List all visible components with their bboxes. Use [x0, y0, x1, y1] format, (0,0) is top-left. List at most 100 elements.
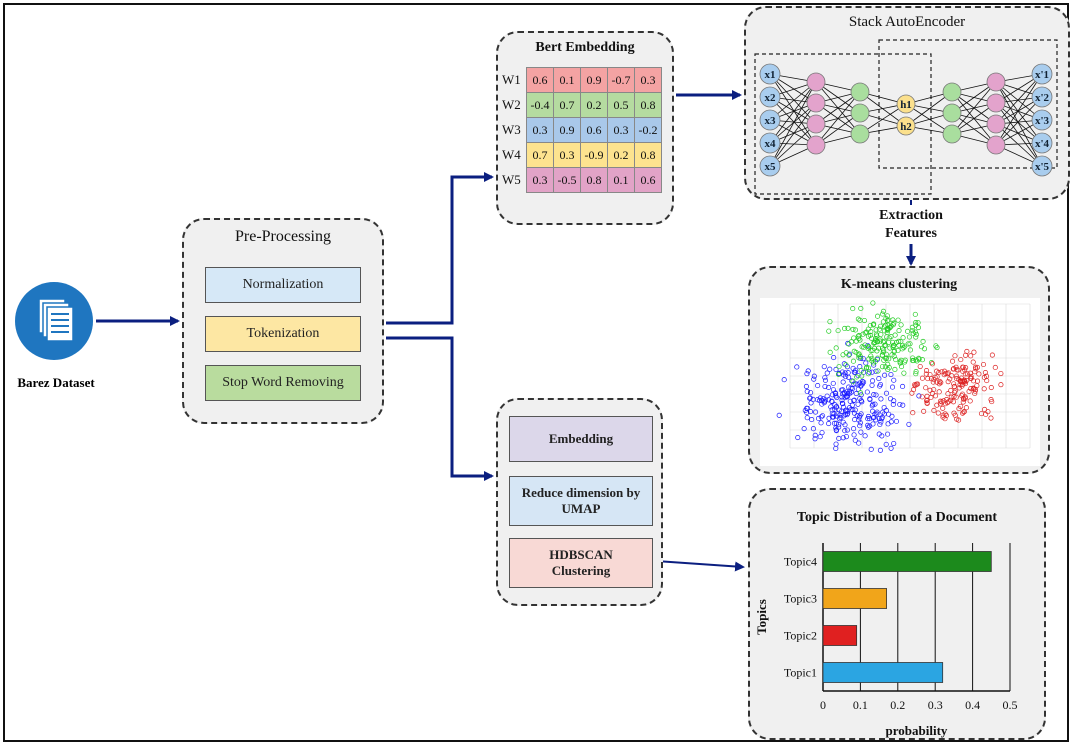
cluster-point — [830, 387, 836, 393]
cluster-point — [970, 378, 977, 384]
output-node — [1031, 86, 1053, 108]
network-edge — [905, 91, 953, 127]
cluster-point — [850, 365, 856, 371]
cluster-point — [883, 315, 889, 321]
cluster-point — [805, 368, 811, 374]
cluster-point — [874, 409, 880, 415]
cluster-point — [971, 349, 977, 355]
topic-chart-box: Topic Distribution of a Document — [748, 488, 1046, 740]
cluster-point — [960, 399, 966, 405]
cluster-point — [821, 364, 827, 370]
cluster-point — [881, 324, 887, 330]
cluster-point — [848, 385, 854, 391]
cluster-point — [815, 415, 822, 422]
cluster-point — [888, 334, 894, 340]
extraction-label: Extraction — [879, 208, 943, 223]
network-edge — [769, 73, 817, 125]
decoder-node — [986, 72, 1006, 92]
cluster-point — [931, 387, 937, 393]
cluster-point — [847, 351, 853, 357]
cluster-point — [913, 320, 919, 326]
normalization-step: Normalization — [205, 267, 361, 303]
cluster-point — [954, 367, 960, 373]
cluster-point — [890, 401, 896, 408]
cluster-point — [937, 378, 943, 384]
cluster-point — [858, 305, 864, 312]
cluster-point — [871, 391, 877, 398]
cluster-point — [909, 328, 915, 334]
cluster-point — [915, 325, 921, 331]
cluster-point — [851, 348, 857, 354]
cluster-point — [967, 398, 973, 404]
cluster-point — [844, 412, 850, 418]
cluster-point — [827, 349, 833, 355]
cluster-point — [836, 435, 842, 441]
cluster-point — [945, 379, 951, 385]
cluster-point — [840, 387, 846, 393]
encoder-node — [850, 82, 870, 102]
cluster-point — [844, 389, 850, 395]
encoder-frame — [754, 53, 932, 195]
cluster-point — [839, 369, 845, 375]
cluster-point — [875, 313, 881, 319]
cluster-point — [818, 420, 824, 426]
embedding-cell: 0.3 — [553, 142, 581, 168]
cluster-point — [835, 328, 841, 334]
cluster-point — [889, 384, 896, 390]
cluster-point — [826, 328, 832, 334]
cluster-point — [910, 410, 916, 416]
cluster-point — [935, 410, 941, 416]
cluster-point — [856, 332, 862, 339]
cluster-point — [865, 365, 871, 371]
cluster-point — [925, 376, 931, 382]
cluster-point — [924, 398, 930, 404]
hdbscan-step: HDBSCAN Clustering — [509, 538, 653, 588]
cluster-point — [901, 345, 907, 351]
x-axis-label: probability — [886, 723, 948, 738]
cluster-point — [843, 362, 849, 368]
cluster-point — [870, 421, 876, 427]
node-label: x1 — [765, 69, 776, 81]
cluster-point — [983, 411, 989, 417]
cluster-point — [864, 389, 870, 395]
embedding-cell: -0.7 — [607, 67, 635, 93]
cluster-point — [869, 382, 875, 388]
cluster-point — [833, 366, 839, 373]
cluster-point — [923, 385, 929, 391]
cluster-point — [918, 344, 924, 350]
cluster-point — [936, 389, 942, 395]
cluster-point — [836, 364, 842, 370]
cluster-point — [866, 344, 872, 350]
cluster-point — [851, 335, 857, 341]
cluster-point — [872, 401, 878, 407]
cluster-point — [900, 402, 906, 408]
embedding-cell: 0.8 — [580, 167, 608, 193]
output-node — [1031, 109, 1053, 131]
cluster-point — [836, 370, 842, 376]
cluster-point — [842, 428, 848, 434]
bert-title: Bert Embedding — [535, 40, 635, 55]
cluster-point — [815, 383, 821, 389]
cluster-point — [888, 371, 894, 378]
network-edge — [951, 81, 997, 135]
cluster-point — [804, 415, 810, 421]
cluster-point — [851, 426, 857, 432]
cluster-point — [915, 320, 921, 326]
cluster-point — [884, 334, 890, 340]
embedding-cell: 0.8 — [634, 142, 662, 168]
preprocessing-title: Pre-Processing — [235, 228, 331, 245]
cluster-point — [966, 388, 972, 395]
embedding-step: Embedding — [509, 416, 653, 462]
cluster-point — [877, 447, 883, 453]
cluster-point — [890, 339, 896, 345]
cluster-point — [852, 369, 858, 375]
network-edge — [815, 91, 861, 146]
cluster-point — [848, 339, 855, 345]
cluster-point — [865, 424, 871, 430]
cluster-point — [843, 374, 849, 380]
dataset-node: Barez Dataset — [14, 281, 98, 391]
encoder-node — [806, 135, 826, 155]
tokenization-step: Tokenization — [205, 316, 361, 352]
cluster-point — [876, 431, 882, 437]
cluster-point — [859, 344, 865, 350]
